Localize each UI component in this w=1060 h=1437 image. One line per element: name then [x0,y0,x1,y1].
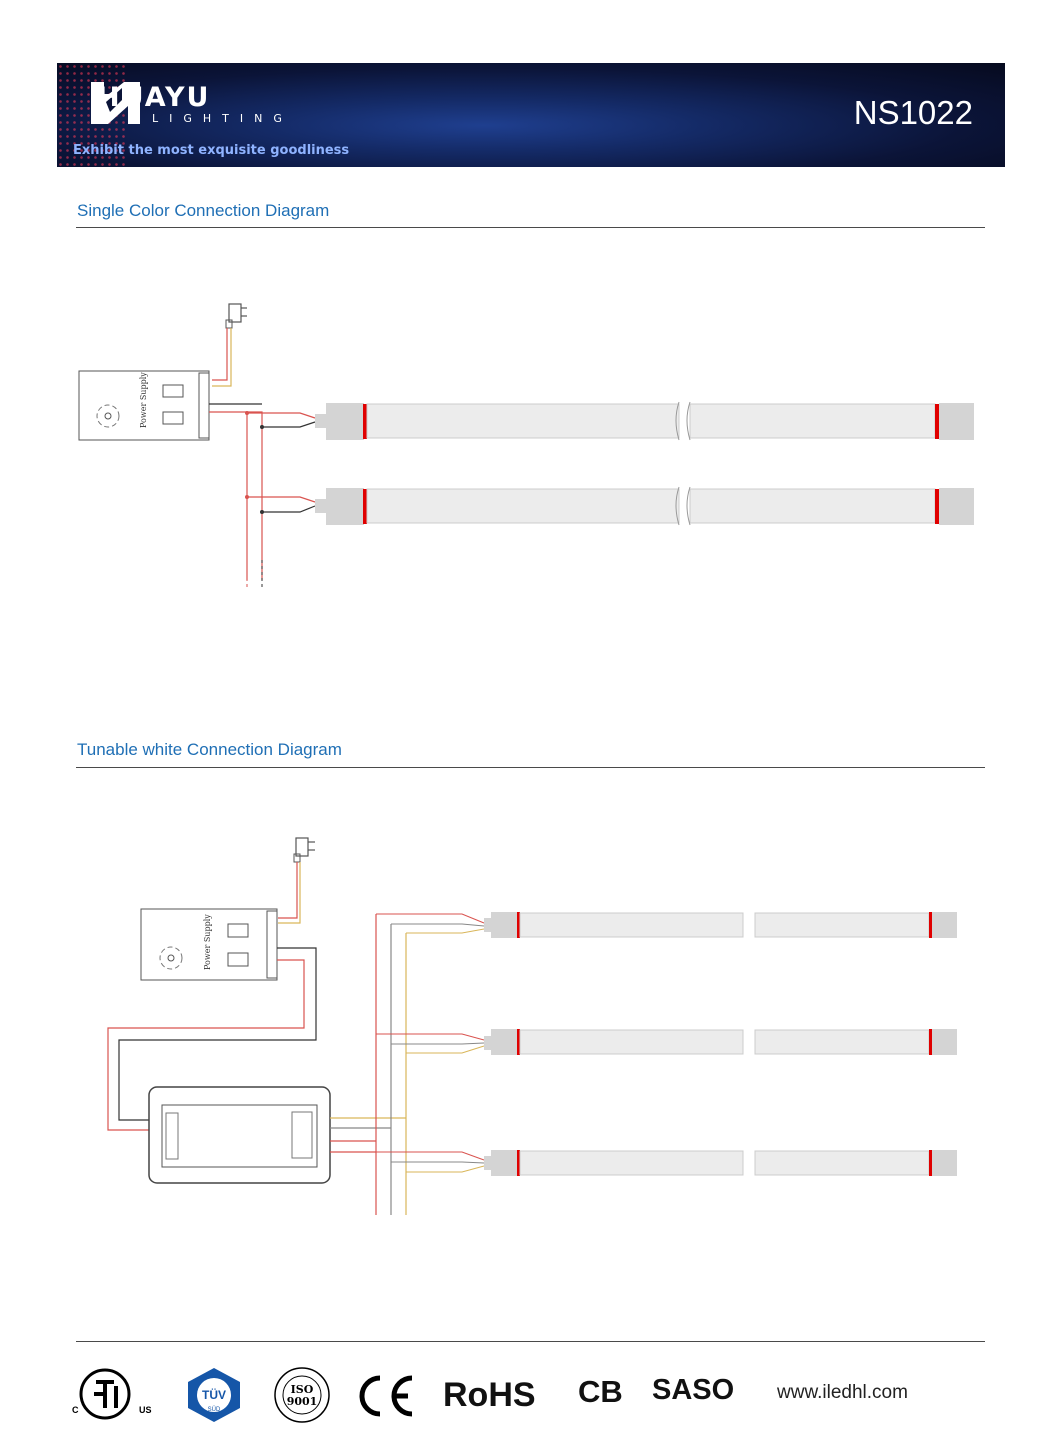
led-strip [484,912,957,938]
svg-text:C: C [72,1405,79,1415]
iso-standard: 9001 [287,1395,318,1408]
plug-icon [293,837,315,863]
rohs-mark: RoHS [443,1376,536,1414]
tuv-label: TÜV [202,1387,226,1402]
section-divider [76,227,985,228]
brand-name: HUAYU [97,82,211,113]
controller [148,1086,331,1184]
led-strip [315,486,974,526]
svg-text:US: US [139,1405,152,1415]
section-divider [76,767,985,768]
power-supply-label: Power Supply [139,372,148,428]
led-strip [315,401,974,441]
section-title-tunable-white: Tunable white Connection Diagram [77,740,342,759]
website-link[interactable]: www.iledhl.com [777,1382,908,1403]
iso-label: ISO [291,1383,314,1396]
ce-mark-icon [359,1375,413,1417]
led-strip [484,1150,957,1176]
single-color-diagram: Power Supply [78,303,974,590]
cb-mark: CB [578,1374,623,1409]
etl-listed-icon: C US [72,1368,152,1420]
tuv-sud-icon: TÜV SÜD [188,1368,240,1422]
iso-9001-icon: ISO 9001 [274,1367,330,1423]
power-supply: Power Supply [78,370,210,441]
footer-divider [76,1341,985,1342]
power-supply-label: Power Supply [203,914,212,970]
section-title-single-color: Single Color Connection Diagram [77,201,330,220]
power-supply: Power Supply [140,908,278,981]
model-number: NS1022 [853,94,973,131]
brand-subtitle: LIGHTING [152,112,293,125]
led-strip [484,1029,957,1055]
huayu-logo-icon [91,82,140,124]
tagline: Exhibit the most exquisite goodliness [73,143,350,158]
tuv-sub-label: SÜD [208,1406,221,1413]
tunable-white-diagram: Power Supply [107,837,957,1215]
saso-mark: SASO [652,1374,735,1406]
plug-icon [225,303,247,329]
